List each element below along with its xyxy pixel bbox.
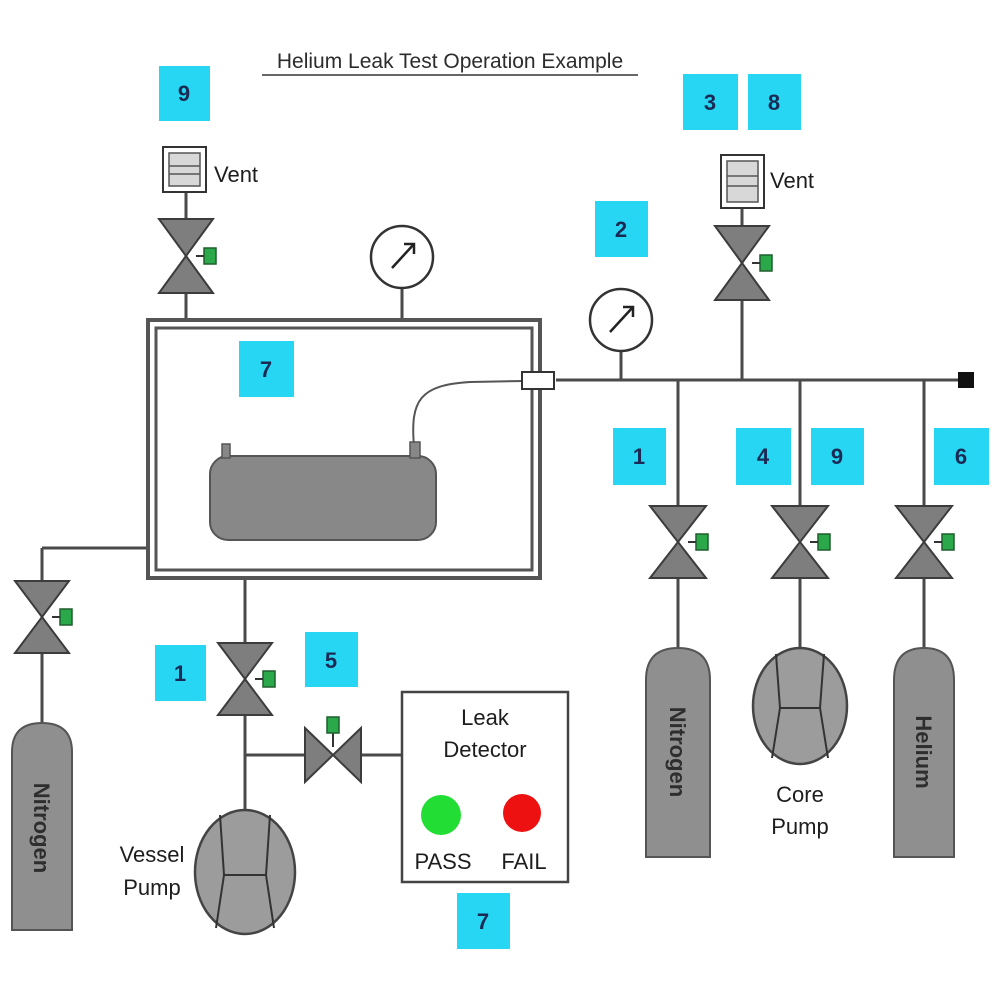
valve-core-pump[interactable] xyxy=(769,505,831,579)
vacuum-chamber xyxy=(146,318,542,580)
tag-core-pump-b: 9 xyxy=(811,428,864,485)
svg-text:5: 5 xyxy=(325,648,337,673)
header-end-cap xyxy=(958,372,974,388)
pressure-gauge-line xyxy=(588,287,654,353)
valve-helium[interactable] xyxy=(893,505,955,579)
pass-indicator xyxy=(421,795,461,835)
tag-chamber: 7 xyxy=(239,341,294,397)
vent-filter-right xyxy=(720,154,765,209)
core-pump xyxy=(751,646,849,766)
valve-vent-right[interactable] xyxy=(713,225,773,301)
tag-vessel-valve: 1 xyxy=(155,645,206,701)
tag-leak-detector: 7 xyxy=(457,893,510,949)
nitrogen-cylinder-left: Nitrogen xyxy=(11,721,73,931)
leak-detector xyxy=(400,690,570,884)
valve-leak-detector[interactable] xyxy=(304,716,362,785)
core-pump-label-line1: Core xyxy=(776,782,824,807)
test-part xyxy=(209,441,437,541)
nitrogen-label-left: Nitrogen xyxy=(29,783,54,873)
feedthrough xyxy=(521,371,555,390)
tag-core-pump-a: 4 xyxy=(736,428,791,485)
svg-text:6: 6 xyxy=(955,444,967,469)
svg-text:2: 2 xyxy=(615,217,627,242)
tag-vent-right-b: 8 xyxy=(748,74,801,130)
tag-helium-valve: 6 xyxy=(934,428,989,485)
core-pump-label-line2: Pump xyxy=(771,814,828,839)
vent-label-right: Vent xyxy=(770,168,814,193)
vessel-pump-label-line2: Pump xyxy=(123,875,180,900)
valve-vent-left[interactable] xyxy=(157,218,217,294)
svg-text:1: 1 xyxy=(174,661,186,686)
valve-nitrogen-right[interactable] xyxy=(647,505,709,579)
leak-detector-label-line1: Leak xyxy=(461,705,510,730)
helium-label: Helium xyxy=(911,715,936,788)
valve-nitrogen-left[interactable] xyxy=(13,580,73,654)
vessel-pump xyxy=(193,808,297,936)
svg-text:7: 7 xyxy=(477,909,489,934)
svg-text:9: 9 xyxy=(831,444,843,469)
pass-label: PASS xyxy=(414,849,471,874)
svg-text:8: 8 xyxy=(768,90,780,115)
svg-text:7: 7 xyxy=(260,357,272,382)
pressure-gauge-chamber xyxy=(369,224,435,290)
fail-indicator xyxy=(503,794,541,832)
diagram-title: Helium Leak Test Operation Example xyxy=(277,50,623,73)
leak-detector-label-line2: Detector xyxy=(443,737,526,762)
vent-label-left: Vent xyxy=(214,162,258,187)
svg-text:1: 1 xyxy=(633,444,645,469)
helium-cylinder: Helium xyxy=(893,646,955,858)
valve-vessel-pump[interactable] xyxy=(216,642,276,716)
tag-vent-left: 9 xyxy=(159,66,210,121)
tag-gauge-line: 2 xyxy=(595,201,648,257)
svg-text:9: 9 xyxy=(178,81,190,106)
nitrogen-label-right: Nitrogen xyxy=(665,707,690,797)
vessel-pump-label-line1: Vessel xyxy=(120,842,185,867)
tag-detector-valve: 5 xyxy=(305,632,358,687)
svg-text:4: 4 xyxy=(757,444,770,469)
fail-label: FAIL xyxy=(501,849,546,874)
tag-nitrogen-valve: 1 xyxy=(613,428,666,485)
vent-filter-left xyxy=(162,146,207,193)
nitrogen-cylinder-right: Nitrogen xyxy=(645,646,711,858)
svg-text:3: 3 xyxy=(704,90,716,115)
tag-vent-right-a: 3 xyxy=(683,74,738,130)
